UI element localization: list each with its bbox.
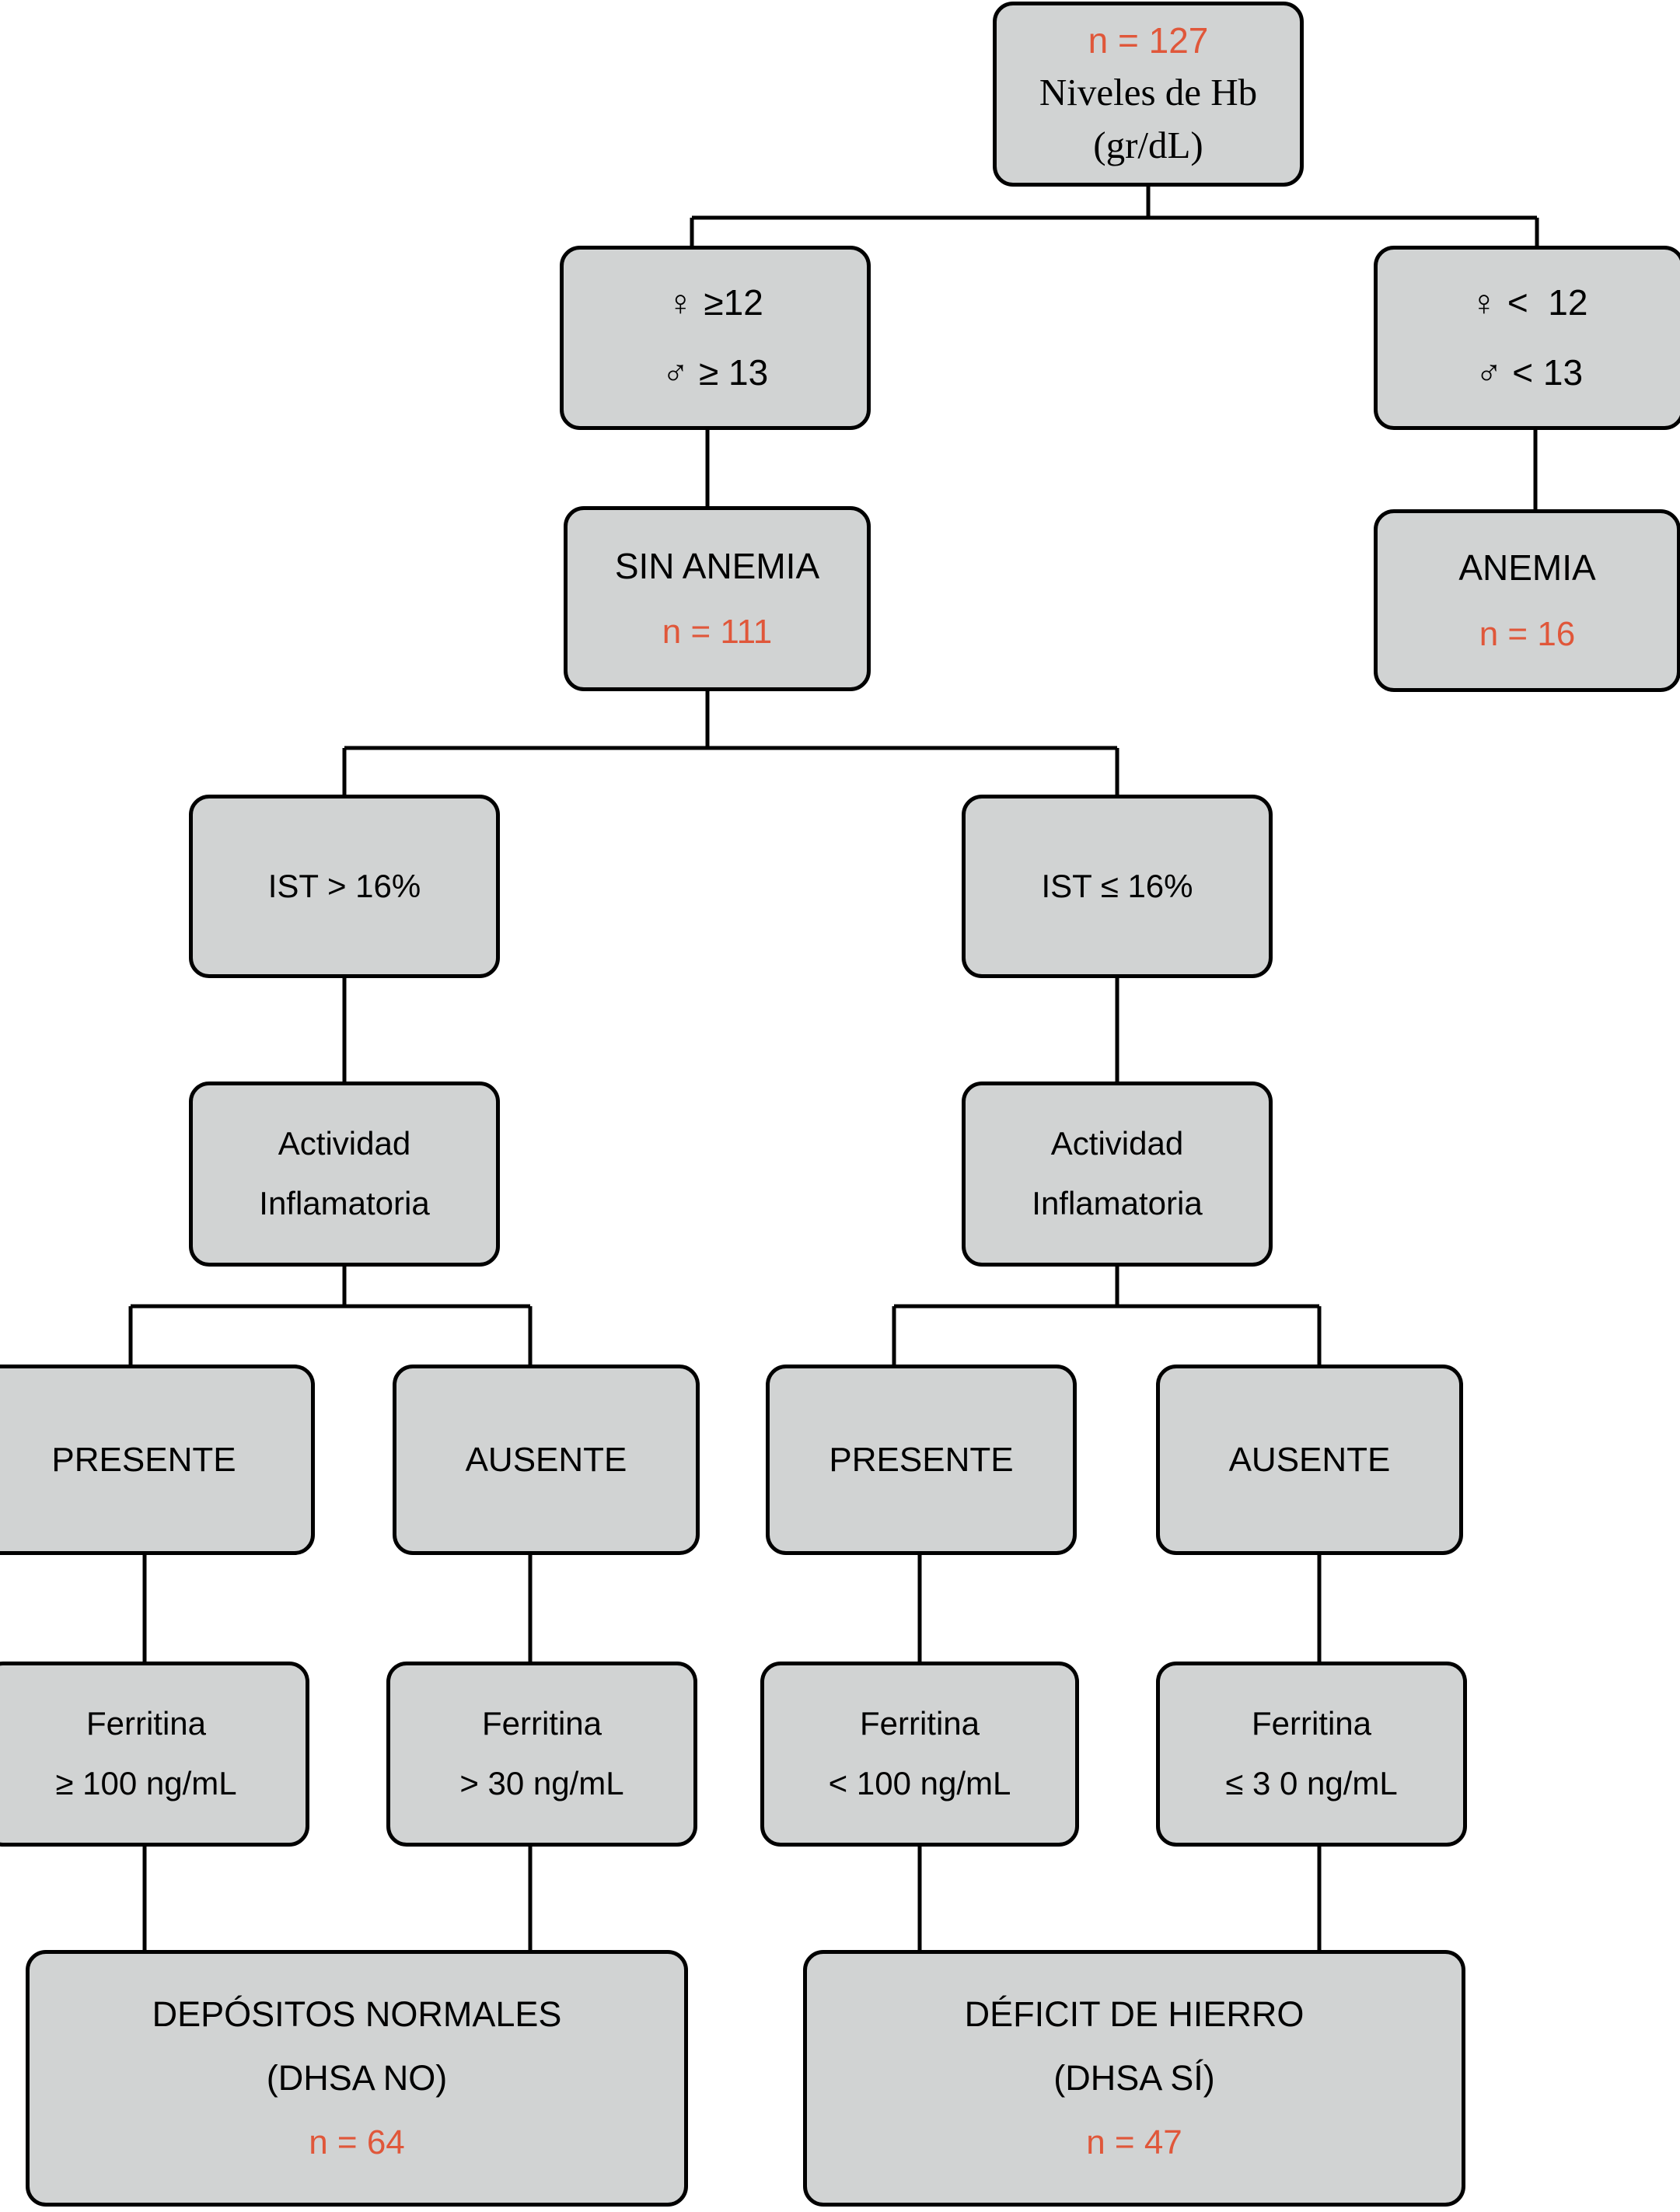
actividad-right-line2: Inflamatoria [1032,1185,1203,1221]
ferritina-2-line2: > 30 ng/mL [459,1765,624,1801]
node-ausente-left[interactable]: AUSENTE [393,1365,700,1555]
anemia-female-criterion: ♀ < 12 [1470,281,1588,323]
root-count: n = 127 [1088,20,1209,61]
node-presente-right[interactable]: PRESENTE [766,1365,1077,1555]
node-ausente-right[interactable]: AUSENTE [1156,1365,1463,1555]
actividad-left-line1: Actividad [278,1125,411,1162]
node-ferritina-3[interactable]: Ferritina < 100 ng/mL [760,1662,1079,1847]
node-ferritina-4[interactable]: Ferritina ≤ 3 0 ng/mL [1156,1662,1467,1847]
sin-anemia-count: n = 111 [662,613,773,652]
root-title-line1: Niveles de Hb [1039,71,1258,114]
ausente-left-label: AUSENTE [465,1440,627,1479]
node-ferritina-1[interactable]: Ferritina ≥ 100 ng/mL [0,1662,309,1847]
edge-sinanemia-split [342,691,1119,795]
node-actividad-inflamatoria-right[interactable]: Actividad Inflamatoria [962,1082,1273,1267]
edge-actividadright-split [892,1267,1322,1365]
actividad-right-line1: Actividad [1050,1125,1184,1162]
node-ist-low[interactable]: IST ≤ 16% [962,795,1273,978]
node-depositos-normales[interactable]: DEPÓSITOS NORMALES (DHSA NO) n = 64 [26,1950,688,2207]
root-title-line2: (gr/dL) [1093,123,1203,166]
ist-low-label: IST ≤ 16% [1041,867,1193,904]
depositos-normales-line1: DEPÓSITOS NORMALES [152,1994,562,2034]
no-anemia-male-criterion: ♂ ≥ 13 [662,351,769,393]
ferritina-1-line1: Ferritina [86,1705,207,1742]
anemia-label: ANEMIA [1458,547,1596,588]
deficit-hierro-line2: (DHSA SÍ) [1053,2058,1215,2098]
node-anemia-criteria[interactable]: ♀ < 12 ♂ < 13 [1374,246,1680,430]
node-sin-anemia[interactable]: SIN ANEMIA n = 111 [564,506,871,691]
ferritina-1-line2: ≥ 100 ng/mL [55,1765,237,1801]
node-ferritina-2[interactable]: Ferritina > 30 ng/mL [386,1662,697,1847]
ferritina-3-line1: Ferritina [859,1705,980,1742]
anemia-male-criterion: ♂ < 13 [1475,351,1584,393]
node-presente-left[interactable]: PRESENTE [0,1365,315,1555]
presente-left-label: PRESENTE [51,1440,236,1479]
actividad-left-line2: Inflamatoria [259,1185,430,1221]
depositos-normales-count: n = 64 [309,2123,405,2161]
node-ist-high[interactable]: IST > 16% [189,795,500,978]
ferritina-3-line2: < 100 ng/mL [828,1765,1011,1801]
deficit-hierro-count: n = 47 [1086,2123,1182,2161]
edge-root-split [690,187,1539,246]
anemia-count: n = 16 [1479,614,1576,653]
edge-actividadleft-split [128,1267,533,1365]
sin-anemia-label: SIN ANEMIA [614,545,820,586]
node-root[interactable]: n = 127 Niveles de Hb (gr/dL) [993,2,1304,187]
node-no-anemia-criteria[interactable]: ♀ ≥12 ♂ ≥ 13 [560,246,871,430]
presente-right-label: PRESENTE [829,1440,1014,1479]
ausente-right-label: AUSENTE [1228,1440,1391,1479]
depositos-normales-line2: (DHSA NO) [266,2058,448,2098]
ferritina-4-line1: Ferritina [1251,1705,1372,1742]
ist-high-label: IST > 16% [267,867,421,904]
node-actividad-inflamatoria-left[interactable]: Actividad Inflamatoria [189,1082,500,1267]
deficit-hierro-line1: DÉFICIT DE HIERRO [964,1994,1305,2034]
no-anemia-female-criterion: ♀ ≥12 [667,281,763,323]
ferritina-4-line2: ≤ 3 0 ng/mL [1225,1765,1398,1801]
node-deficit-hierro[interactable]: DÉFICIT DE HIERRO (DHSA SÍ) n = 47 [803,1950,1465,2207]
node-anemia[interactable]: ANEMIA n = 16 [1374,509,1680,692]
ferritina-2-line1: Ferritina [481,1705,602,1742]
